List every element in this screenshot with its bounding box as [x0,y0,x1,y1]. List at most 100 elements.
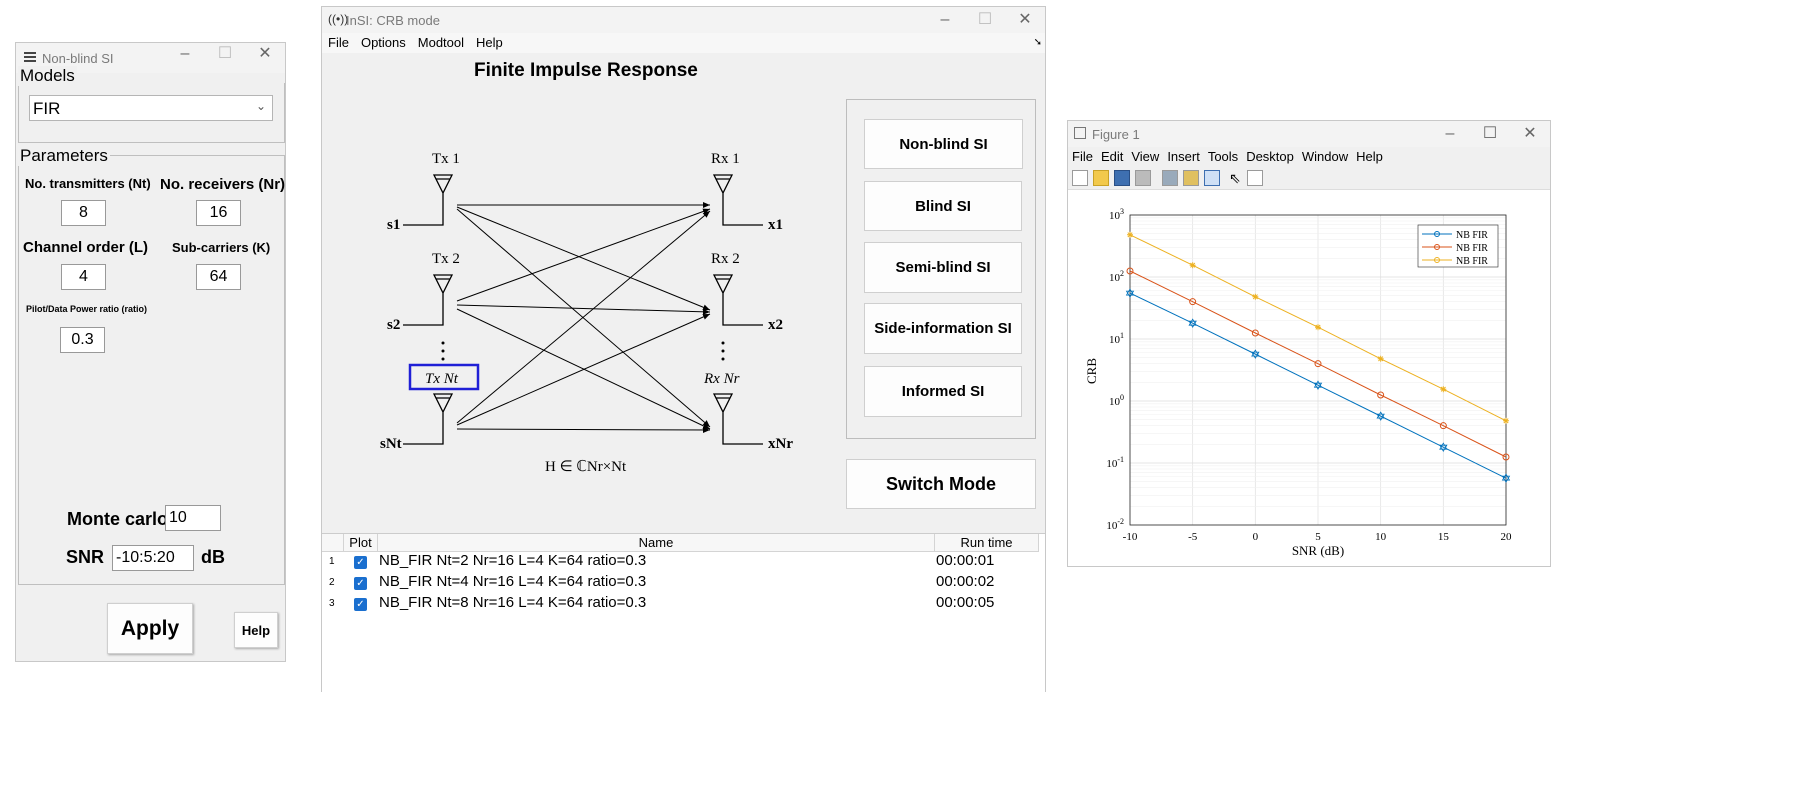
x-tick-label: 20 [1501,531,1513,543]
data-point [1251,329,1259,337]
x-tick-label: 0 [1253,531,1259,543]
menu-view[interactable]: View [1131,149,1160,164]
plot-column-header[interactable]: Plot [344,534,378,552]
dock-arrow-icon[interactable]: ➘ [1033,37,1042,48]
runtime-column-header[interactable]: Run time [935,534,1039,552]
menu-help[interactable]: Help [476,35,503,50]
data-point [1503,417,1509,424]
informed-si-button[interactable]: Informed SI [864,366,1022,417]
pointer-icon[interactable]: ⇖ [1229,169,1241,186]
k-input[interactable]: 64 [196,264,241,290]
x-tick-label: -5 [1188,531,1198,543]
link-icon[interactable] [1183,170,1199,186]
menu-tools[interactable]: Tools [1207,149,1239,164]
open-folder-icon[interactable] [1093,170,1109,186]
nt-input[interactable]: 8 [61,200,106,226]
menu-modtool[interactable]: Modtool [417,35,465,50]
diagram-panel: Finite Impulse Response [324,55,1044,533]
mode-buttons-panel [846,99,1036,439]
monte-carlo-label: Monte carlo [67,509,169,529]
legend-marker [1434,231,1440,237]
ratio-input[interactable]: 0.3 [60,327,105,353]
menu-desktop[interactable]: Desktop [1246,149,1294,164]
diagram-heading: Finite Impulse Response [474,60,698,81]
maximize-icon[interactable]: ☐ [1482,125,1498,142]
data-point [1439,422,1447,430]
x-tick-label: 15 [1438,531,1450,543]
txn-label: Tx Nt [425,371,459,387]
y-tick-label: 102 [1109,269,1124,284]
monte-carlo-input[interactable]: 10 [165,505,221,531]
figure-titlebar[interactable]: Figure 1 – ☐ ✕ [1068,121,1550,147]
switch-mode-button[interactable]: Switch Mode [846,459,1036,509]
close-icon[interactable]: ✕ [258,45,272,62]
parameters-label: Parameters [18,146,110,166]
menu-window[interactable]: Window [1301,149,1349,164]
channel-matrix-label: H ∈ ℂNr×Nt [545,459,627,475]
menu-help[interactable]: Help [1356,149,1383,164]
data-point [1501,473,1511,483]
plot-checkbox[interactable]: ✓ [354,598,367,611]
snr-input[interactable]: -10:5:20 [112,545,194,571]
nr-input[interactable]: 16 [196,200,241,226]
data-point [1125,288,1135,298]
menu-options[interactable]: Options [360,35,406,50]
blind-si-button[interactable]: Blind SI [864,181,1022,231]
menu-edit[interactable]: Edit [1100,149,1124,164]
minimize-icon[interactable]: – [1445,125,1455,142]
close-icon[interactable]: ✕ [1018,11,1032,28]
table-row[interactable]: 3 ✓ NB_FIR Nt=8 Nr=16 L=4 K=64 ratio=0.3… [322,594,1042,615]
run-name: NB_FIR Nt=4 Nr=16 L=4 K=64 ratio=0.3 [379,573,647,590]
name-column-header[interactable]: Name [378,534,935,552]
l-input[interactable]: 4 [61,264,106,290]
apply-button[interactable]: Apply [107,603,193,654]
data-point [1127,231,1133,238]
run-time: 00:00:05 [936,594,995,611]
figure-palette-icon[interactable] [1204,170,1220,186]
mimo-diagram: Tx 1 Tx 2 Tx Nt Rx 1 Rx 2 Rx Nr s1 s2 sN… [380,151,793,475]
property-inspector-icon[interactable] [1246,170,1263,186]
print-icon[interactable] [1135,170,1151,186]
semi-blind-si-button[interactable]: Semi-blind SI [864,242,1022,293]
minimize-icon[interactable]: – [940,11,950,28]
minimize-icon[interactable]: – [180,45,190,62]
run-name: NB_FIR Nt=2 Nr=16 L=4 K=64 ratio=0.3 [379,552,647,569]
legend-marker [1434,244,1440,250]
hamburger-menu-icon[interactable] [24,52,36,62]
nr-label: No. receivers (Nr) [160,176,286,193]
menu-file[interactable]: File [328,35,349,50]
close-icon[interactable]: ✕ [1523,125,1537,142]
model-dropdown[interactable]: FIR ⌄ [29,95,273,121]
models-group [18,83,285,143]
table-row[interactable]: 1 ✓ NB_FIR Nt=2 Nr=16 L=4 K=64 ratio=0.3… [322,552,1042,573]
snr-unit: dB [201,547,225,567]
side-information-si-button[interactable]: Side-information SI [864,303,1022,354]
row-index: 2 [329,577,335,588]
print-preview-icon[interactable] [1162,170,1178,186]
new-file-icon[interactable] [1072,170,1088,186]
crb-titlebar[interactable]: ((•)) InSI: CRB mode – ☐ ✕ [322,7,1045,33]
maximize-icon[interactable]: ☐ [977,11,993,28]
x-tick-label: -10 [1123,531,1138,543]
menu-insert[interactable]: Insert [1167,149,1200,164]
non-blind-si-button[interactable]: Non-blind SI [864,119,1023,169]
table-row[interactable]: 2 ✓ NB_FIR Nt=4 Nr=16 L=4 K=64 ratio=0.3… [322,573,1042,594]
run-name: NB_FIR Nt=8 Nr=16 L=4 K=64 ratio=0.3 [379,594,647,611]
tx1-label: Tx 1 [432,151,460,167]
save-icon[interactable] [1114,170,1130,186]
broadcast-icon: ((•)) [328,12,349,26]
y-tick-label: 100 [1109,393,1124,408]
plot-checkbox[interactable]: ✓ [354,577,367,590]
plot-checkbox[interactable]: ✓ [354,556,367,569]
figure-window: Figure 1 – ☐ ✕ File Edit View Insert Too… [1067,120,1551,567]
help-button[interactable]: Help [234,612,278,648]
series-line-2 [1129,270,1507,458]
maximize-icon[interactable]: ☐ [217,45,233,62]
crb-window: ((•)) InSI: CRB mode – ☐ ✕ File Options … [321,6,1046,692]
data-point [1189,298,1197,306]
data-point [1251,349,1260,359]
menu-file[interactable]: File [1072,149,1093,164]
data-point [1439,442,1448,452]
legend-entry: NB FIR [1456,243,1488,254]
